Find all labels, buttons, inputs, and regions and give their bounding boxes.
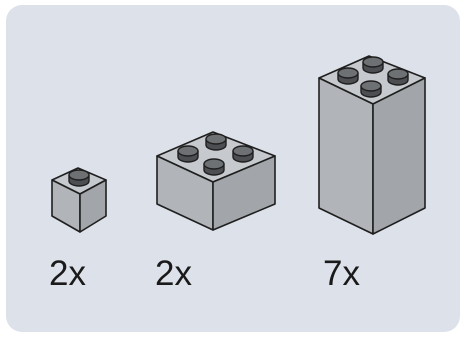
1x1-brick-icon xyxy=(50,156,120,236)
2x2-brick-icon xyxy=(157,126,282,236)
brick-count-label: 7x xyxy=(323,256,360,291)
brick-count-label: 2x xyxy=(155,256,192,291)
parts-list-panel: 2x 2x 7x xyxy=(6,5,460,332)
2x2-tall-brick-icon xyxy=(317,48,437,238)
brick-count-label: 2x xyxy=(49,256,86,291)
